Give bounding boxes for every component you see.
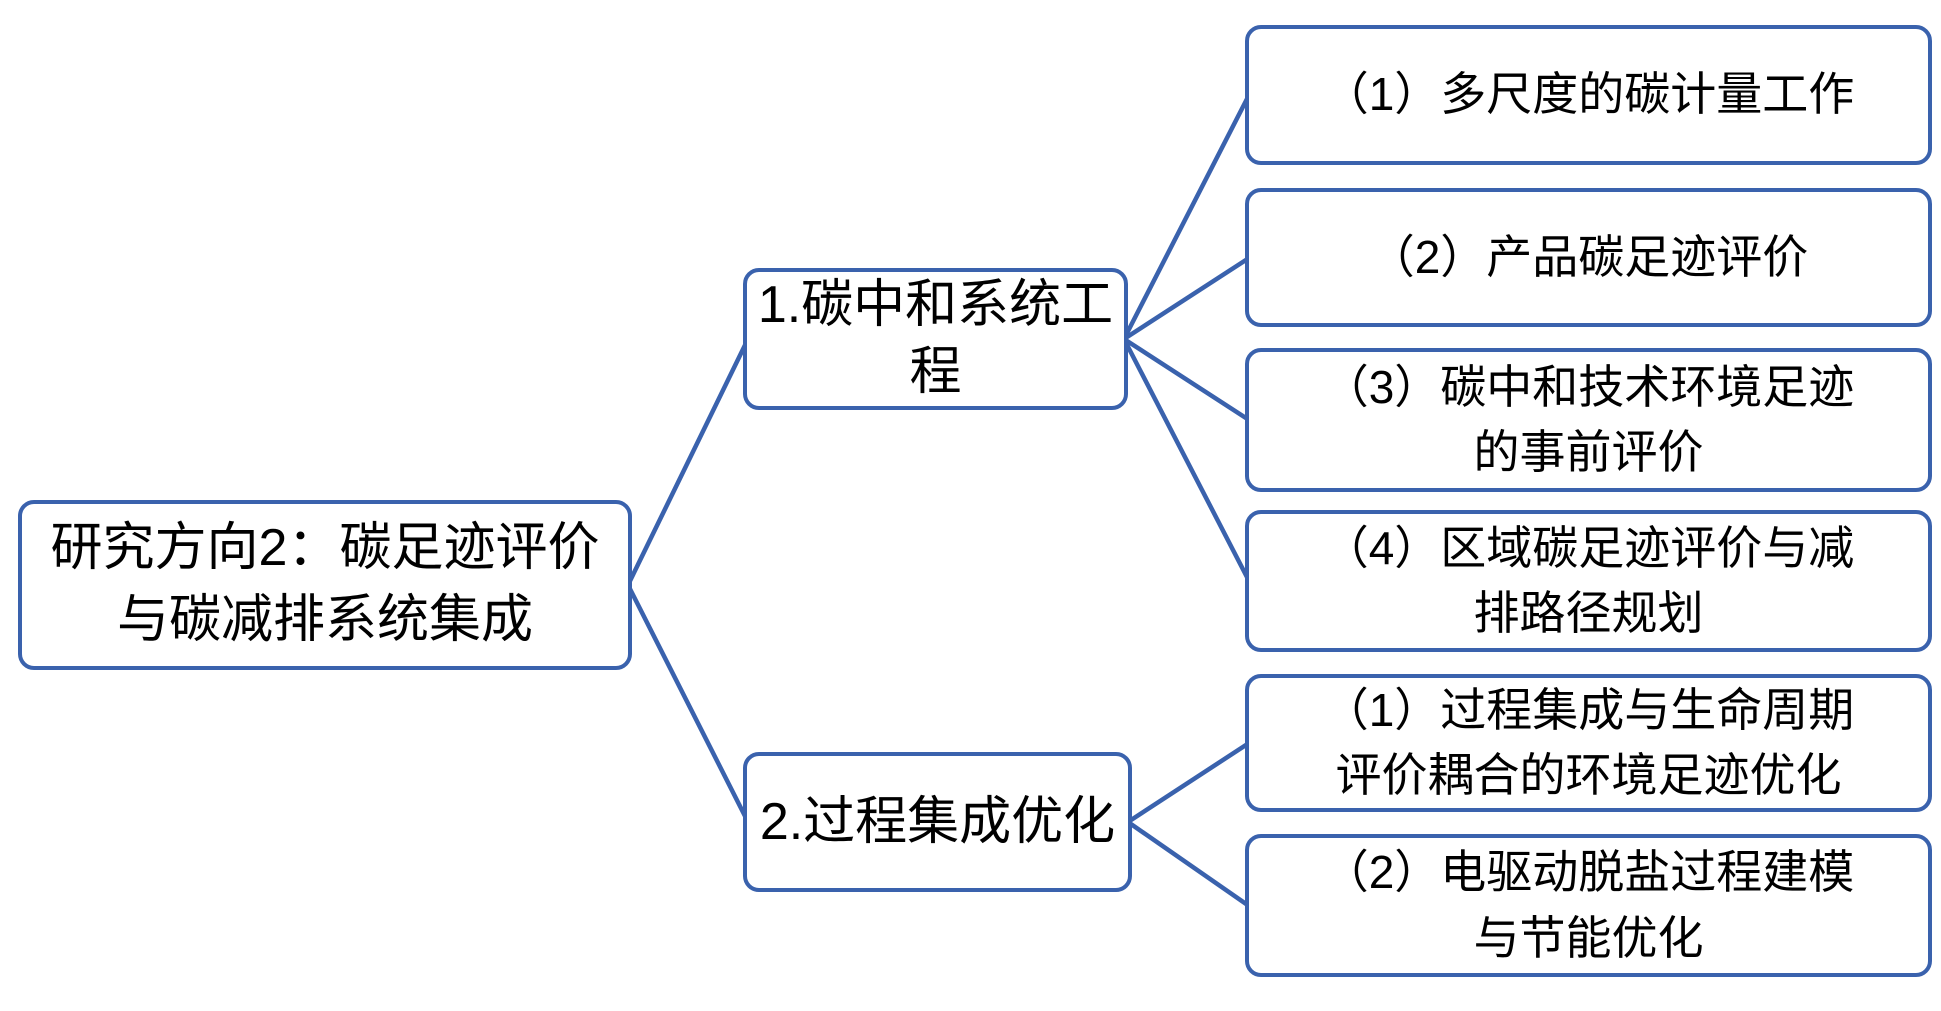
root-label-line-2: 与碳减排系统集成: [116, 591, 533, 649]
leaf-node-ex-ante-environmental-footprint: （3）碳中和技术环境足迹 的事前评价: [1245, 348, 1932, 492]
leaf-node-electrodriven-desalination-modeling: （2）电驱动脱盐过程建模 与节能优化: [1245, 834, 1932, 977]
branch1-label-line-1: 1.碳中和系统工: [757, 276, 1114, 335]
leaf-label-line-1: （1）过程集成与生命周期: [1322, 683, 1855, 736]
connector-root-branch1: [625, 336, 751, 588]
connector-branch1-leaf2: [1121, 255, 1252, 342]
branch1-label-line-2: 程: [909, 343, 962, 401]
leaf-label-line: （1）多尺度的碳计量工作: [1322, 68, 1855, 121]
branch-node-process-integration: 2.过程集成优化: [743, 752, 1132, 892]
leaf-node-regional-footprint-pathway-planning: （4）区域碳足迹评价与减 排路径规划: [1245, 510, 1932, 652]
leaf-node-lca-coupled-footprint-optimization: （1）过程集成与生命周期 评价耦合的环境足迹优化: [1245, 674, 1932, 812]
leaf-label-line-2: 与节能优化: [1473, 911, 1704, 964]
leaf-node-product-carbon-footprint: （2）产品碳足迹评价: [1245, 188, 1932, 327]
branch2-label-line-1: 2.过程集成优化: [759, 792, 1116, 851]
connector-branch1-leaf3: [1121, 336, 1252, 423]
leaf-label-line: （2）产品碳足迹评价: [1368, 230, 1809, 283]
leaf-label-line-1: （2）电驱动脱盐过程建模: [1322, 846, 1855, 899]
connector-root-branch2: [625, 582, 751, 825]
leaf-label-line-1: （4）区域碳足迹评价与减: [1322, 521, 1855, 574]
branch-node-carbon-neutral-systems: 1.碳中和系统工 程: [743, 268, 1128, 410]
leaf-label-line-2: 的事前评价: [1473, 426, 1704, 478]
root-label-line-1: 研究方向2：碳足迹评价: [50, 519, 600, 578]
leaf-node-multiscale-carbon-accounting: （1）多尺度的碳计量工作: [1245, 25, 1932, 165]
connector-branch1-leaf4: [1121, 336, 1252, 584]
leaf-label-line-1: （3）碳中和技术环境足迹: [1322, 360, 1855, 413]
connector-branch2-leaf1: [1125, 740, 1252, 825]
root-node-research-direction: 研究方向2：碳足迹评价 与碳减排系统集成: [18, 500, 632, 670]
connector-branch1-leaf1: [1121, 92, 1252, 342]
leaf-label-line-2: 评价耦合的环境足迹优化: [1335, 749, 1842, 801]
connector-branch2-leaf2: [1125, 819, 1252, 909]
leaf-label-line-2: 排路径规划: [1473, 587, 1704, 639]
